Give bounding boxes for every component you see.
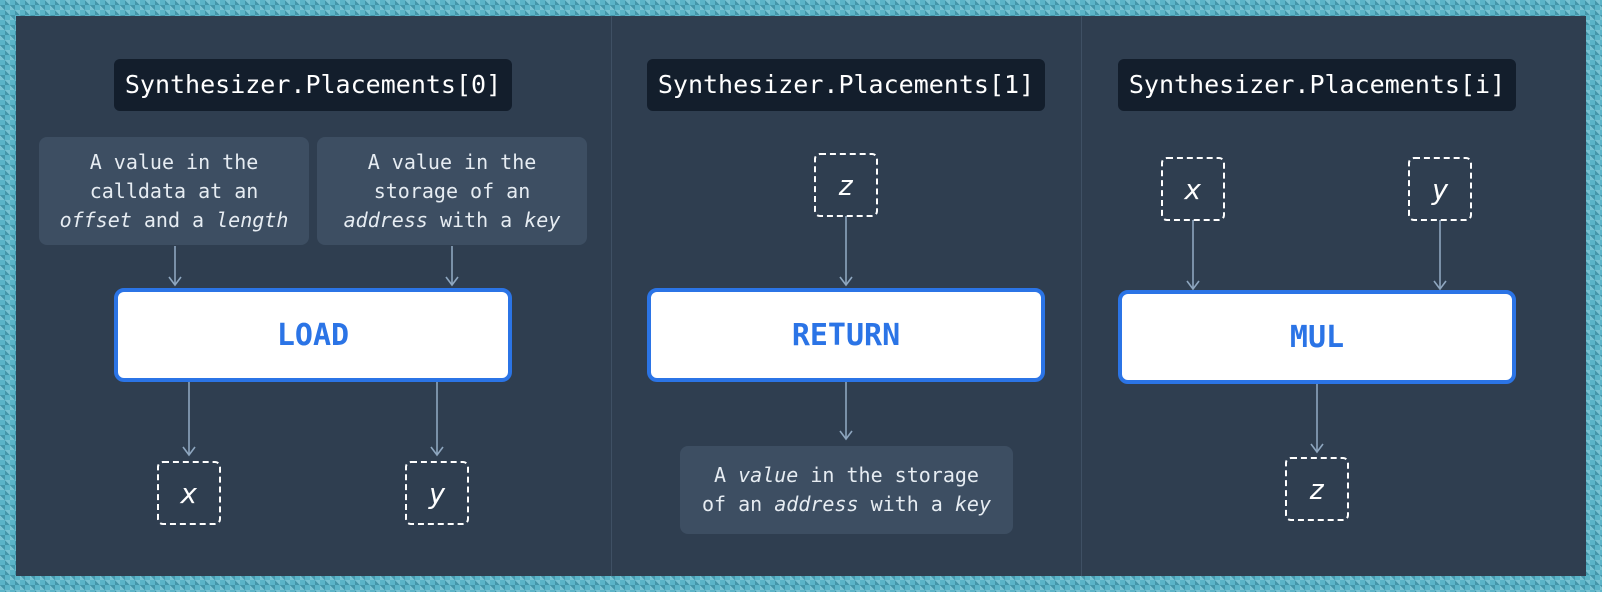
note-text: A xyxy=(714,463,739,487)
panel-1-note-storage: A value in the storage of an address wit… xyxy=(680,446,1013,534)
panel-1-title: Synthesizer.Placements[1] xyxy=(647,59,1045,111)
arrow-note2-to-load xyxy=(445,246,459,287)
var-y-input: y xyxy=(1408,157,1472,221)
var-x-output: x xyxy=(157,461,221,525)
var-z-input: z xyxy=(814,153,878,217)
note-line: address with a key xyxy=(344,206,561,235)
note-line: of an address with a key xyxy=(702,490,991,519)
note-line: A value in the xyxy=(367,149,537,174)
note-text: with a xyxy=(858,492,955,516)
note-text: in the storage xyxy=(798,463,979,487)
note-emphasis: offset xyxy=(59,207,132,232)
note-text: and a xyxy=(131,207,217,232)
panel-0-title: Synthesizer.Placements[0] xyxy=(114,59,512,111)
var-x-input: x xyxy=(1161,157,1225,221)
panel-0-note-storage: A value in the storage of an address wit… xyxy=(317,137,587,245)
panel-divider-1 xyxy=(611,16,612,576)
arrow-mul-to-z xyxy=(1310,384,1324,454)
note-text: of an xyxy=(702,492,775,516)
diagram-canvas: Synthesizer.Placements[0] A value in the… xyxy=(16,16,1586,576)
note-line: A value in the storage xyxy=(702,461,991,490)
arrow-load-to-x xyxy=(182,382,196,457)
arrow-z-to-return xyxy=(839,216,853,287)
op-return: RETURN xyxy=(647,288,1045,382)
note-emphasis: length xyxy=(216,207,289,232)
note-emphasis: value xyxy=(738,463,799,487)
arrow-y-to-mul xyxy=(1433,220,1447,291)
arrow-load-to-y xyxy=(430,382,444,457)
note-emphasis: address xyxy=(343,207,428,232)
note-text: with a xyxy=(427,207,525,232)
note-emphasis: address xyxy=(774,492,859,516)
note-line: calldata at an xyxy=(89,178,259,203)
arrows-layer xyxy=(168,216,1447,457)
note-emphasis: key xyxy=(524,207,561,232)
var-z-output: z xyxy=(1285,457,1349,521)
arrow-note1-to-load xyxy=(168,246,182,287)
note-line: offset and a length xyxy=(60,206,289,235)
note-line: storage of an xyxy=(373,178,531,203)
op-load: LOAD xyxy=(114,288,512,382)
op-mul: MUL xyxy=(1118,290,1516,384)
note-emphasis: key xyxy=(954,492,991,516)
panel-2-title: Synthesizer.Placements[i] xyxy=(1118,59,1516,111)
var-y-output: y xyxy=(405,461,469,525)
panel-0-note-calldata: A value in the calldata at an offset and… xyxy=(39,137,309,245)
arrow-return-to-note xyxy=(839,382,853,441)
panel-divider-2 xyxy=(1081,16,1082,576)
note-line: A value in the xyxy=(89,149,259,174)
arrow-x-to-mul xyxy=(1186,220,1200,291)
